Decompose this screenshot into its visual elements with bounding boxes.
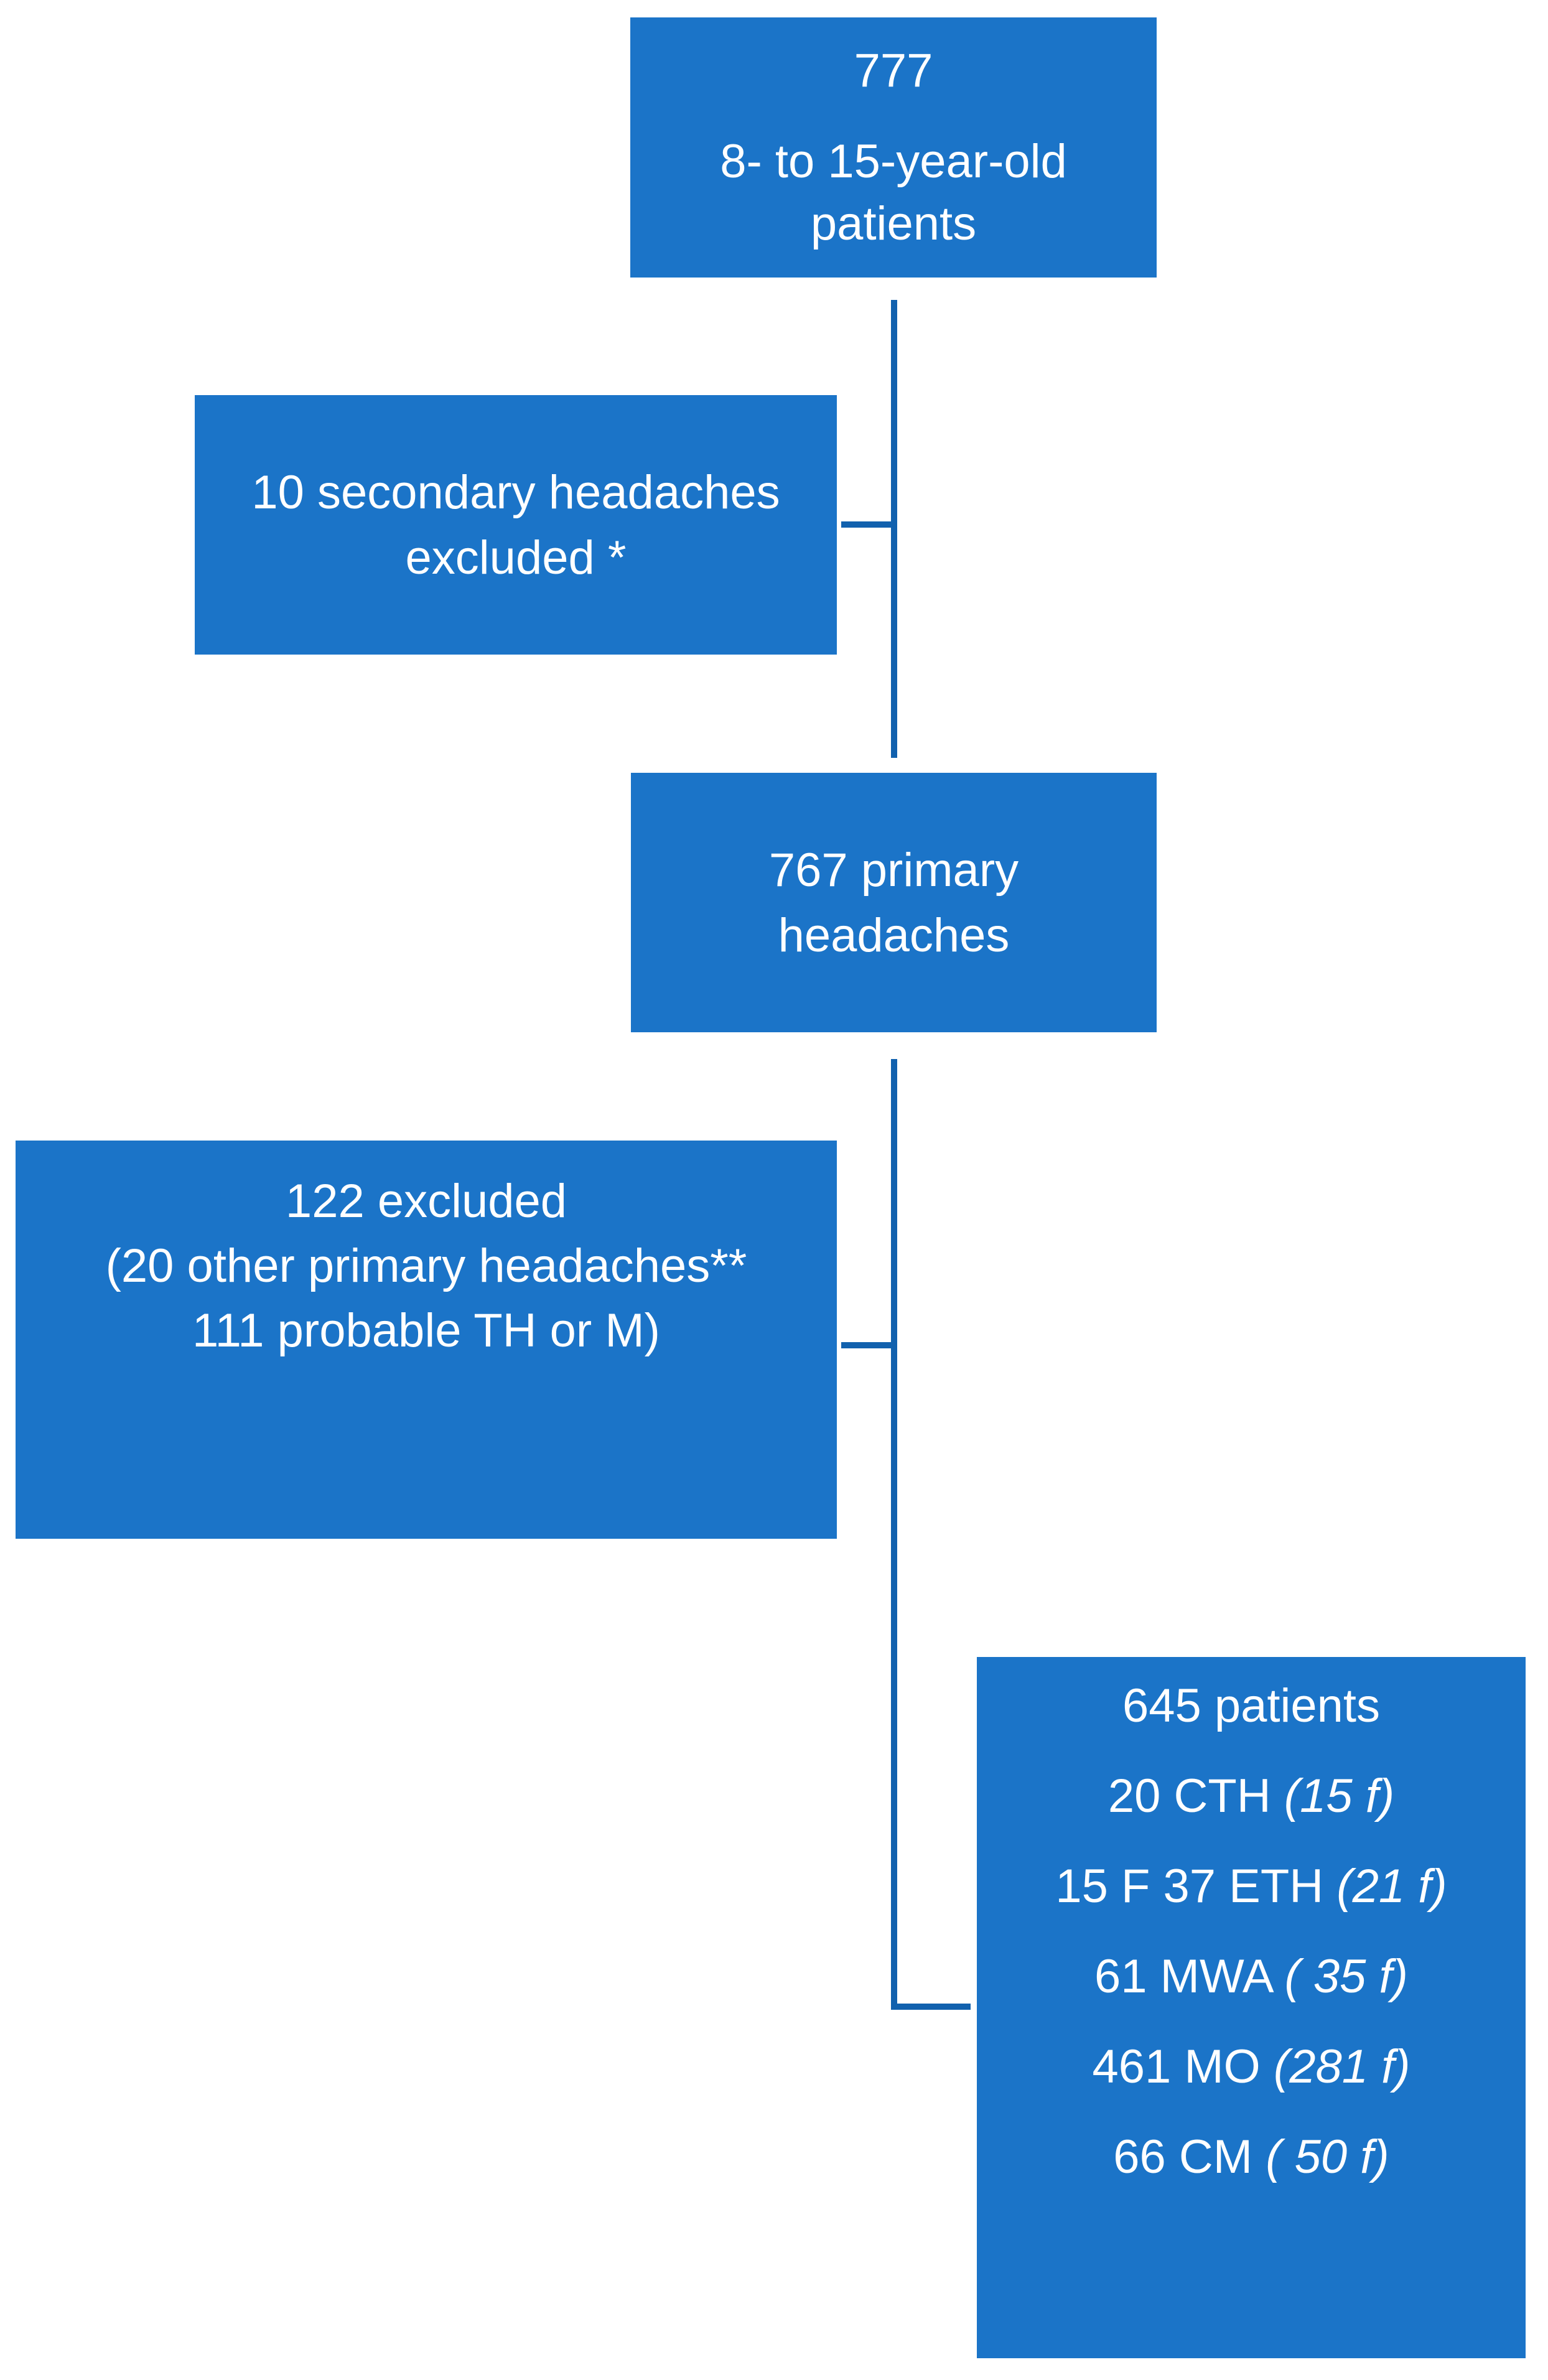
trunk-line-upper — [891, 300, 897, 758]
box-secondary-headaches-excluded: 10 secondary headaches excluded * — [195, 395, 837, 655]
secondary-excluded-line2: excluded * — [405, 531, 627, 584]
enrolled-count: 777 — [854, 44, 933, 97]
secondary-excluded-line1: 10 secondary headaches — [251, 465, 780, 519]
connector-secondary-excluded — [841, 521, 891, 528]
final-cohort-cm: 66 CM ( 50 f) — [1113, 2130, 1389, 2183]
excluded-detail-line1: (20 other primary headaches** — [105, 1239, 747, 1292]
primary-headaches-line2: headaches — [778, 908, 1010, 962]
final-cohort-cth: 20 CTH (15 f) — [1107, 1770, 1395, 1822]
box-final-cohort: 645 patients 20 CTH (15 f) 15 F 37 ETH (… — [977, 1657, 1526, 2358]
excluded-detail-line2: 111 probable TH or M) — [192, 1304, 660, 1357]
primary-headaches-line1: 767 primary — [768, 843, 1019, 897]
elbow-connector-to-final-box — [891, 2004, 971, 2010]
final-cohort-count: 645 patients — [1122, 1679, 1381, 1732]
connector-122-excluded — [841, 1342, 891, 1348]
final-cohort-mo: 461 MO (281 f) — [1092, 2040, 1410, 2093]
box-enrolled-patients: 777 8- to 15-year-old patients — [630, 17, 1157, 278]
enrolled-desc-line1: 8- to 15-year-old — [720, 135, 1067, 188]
enrolled-desc-line2: patients — [810, 197, 977, 250]
box-122-excluded: 122 excluded (20 other primary headaches… — [16, 1141, 837, 1539]
box-primary-headaches: 767 primary headaches — [631, 773, 1157, 1032]
excluded-count: 122 excluded — [285, 1175, 567, 1228]
final-cohort-mwa: 61 MWA ( 35 f) — [1094, 1950, 1408, 2003]
final-cohort-eth: 15 F 37 ETH (21 f) — [1055, 1860, 1447, 1913]
trunk-line-lower — [891, 1059, 897, 2010]
